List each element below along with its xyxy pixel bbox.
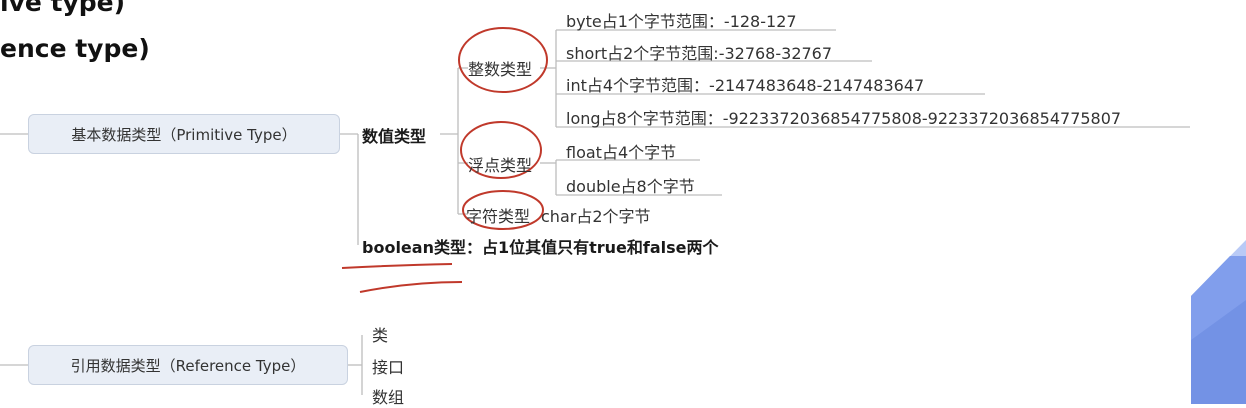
char-item: char占2个字节 [541,207,651,226]
reference-item-interface: 接口 [372,358,405,377]
section-heading-primitive: ive type) [0,0,126,17]
double-item: double占8个字节 [566,177,695,196]
reference-item-class: 类 [372,326,389,345]
reference-item-array: 数组 [372,388,405,407]
byte-item: byte占1个字节范围：-128-127 [566,12,797,31]
reference-type-node: 引用数据类型（Reference Type） [28,345,348,385]
primitive-type-node: 基本数据类型（Primitive Type） [28,114,340,154]
float-type-node: 浮点类型 [468,156,533,175]
int-item: int占4个字节范围：-2147483648-2147483647 [566,76,925,95]
numeric-type-node: 数值类型 [362,127,427,146]
char-type-node: 字符类型 [466,207,531,226]
section-heading-reference: ence type) [0,34,150,63]
long-item: long占8个字节范围：-9223372036854775808-9223372… [566,109,1122,128]
integer-type-node: 整数类型 [468,60,533,79]
short-item: short占2个字节范围:-32768-32767 [566,44,833,63]
float-item: float占4个字节 [566,143,677,162]
boolean-type-node: boolean类型：占1位其值只有true和false两个 [362,238,719,257]
